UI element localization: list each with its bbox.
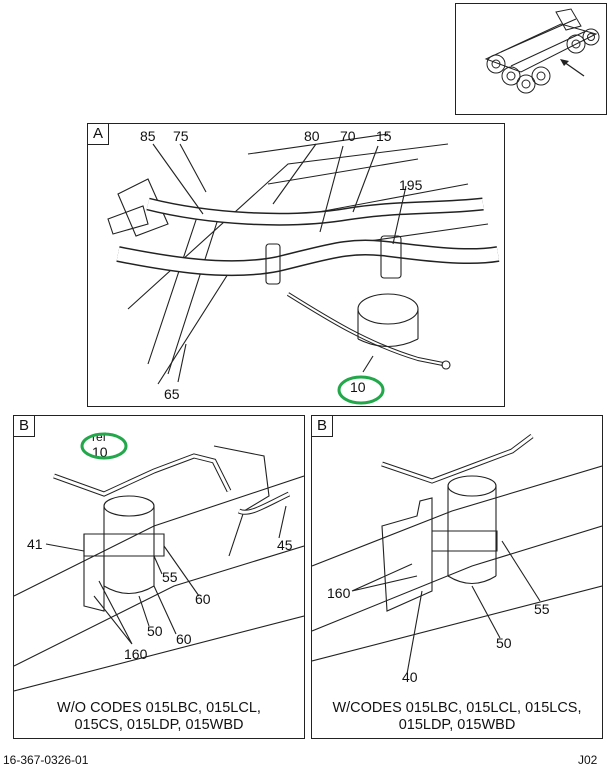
panel-label: B <box>14 416 35 437</box>
detail-panel-a: A <box>87 123 505 407</box>
locator-inset <box>455 3 607 115</box>
callout-60: 60 <box>195 591 211 607</box>
callout-50: 50 <box>496 635 512 651</box>
truck-chassis-icon <box>484 8 600 94</box>
panel-label: A <box>88 124 109 145</box>
callout-45: 45 <box>277 537 293 553</box>
callout-80: 80 <box>304 128 320 144</box>
callout-85: 85 <box>140 128 156 144</box>
callout-60: 60 <box>176 631 192 647</box>
callout-160: 160 <box>124 646 148 662</box>
callout-41: 41 <box>27 536 43 552</box>
detail-panel-b-left: B ref <box>13 415 305 739</box>
filter-assembly-diagram <box>14 445 304 692</box>
part-number: 16-367-0326-01 <box>3 753 89 767</box>
option-codes-caption: W/O CODES 015LBC, 015LCL, 015CS, 015LDP,… <box>57 700 261 733</box>
callout-65: 65 <box>164 386 180 402</box>
filter-assembly-diagram <box>312 434 602 675</box>
hose-routing-diagram <box>107 133 500 385</box>
highlight-ring <box>80 432 128 460</box>
callout-55: 55 <box>162 569 178 585</box>
callout-50: 50 <box>147 623 163 639</box>
callout-160: 160 <box>327 585 351 601</box>
callout-70: 70 <box>340 128 356 144</box>
panel-label: B <box>312 416 333 437</box>
callout-10: 10 <box>350 379 366 395</box>
detail-panel-b-right: B 160 55 50 40 W/CODES 015LBC, 015LCL, 0… <box>311 415 603 739</box>
highlight-ring <box>337 375 385 405</box>
callout-55: 55 <box>534 601 550 617</box>
option-codes-caption: W/CODES 015LBC, 015LCL, 015LCS, 015LDP, … <box>332 700 582 733</box>
callout-195: 195 <box>399 177 423 193</box>
sheet-number: J02 <box>578 753 598 767</box>
callout-75: 75 <box>173 128 189 144</box>
callout-15: 15 <box>376 128 392 144</box>
callout-40: 40 <box>402 669 418 685</box>
